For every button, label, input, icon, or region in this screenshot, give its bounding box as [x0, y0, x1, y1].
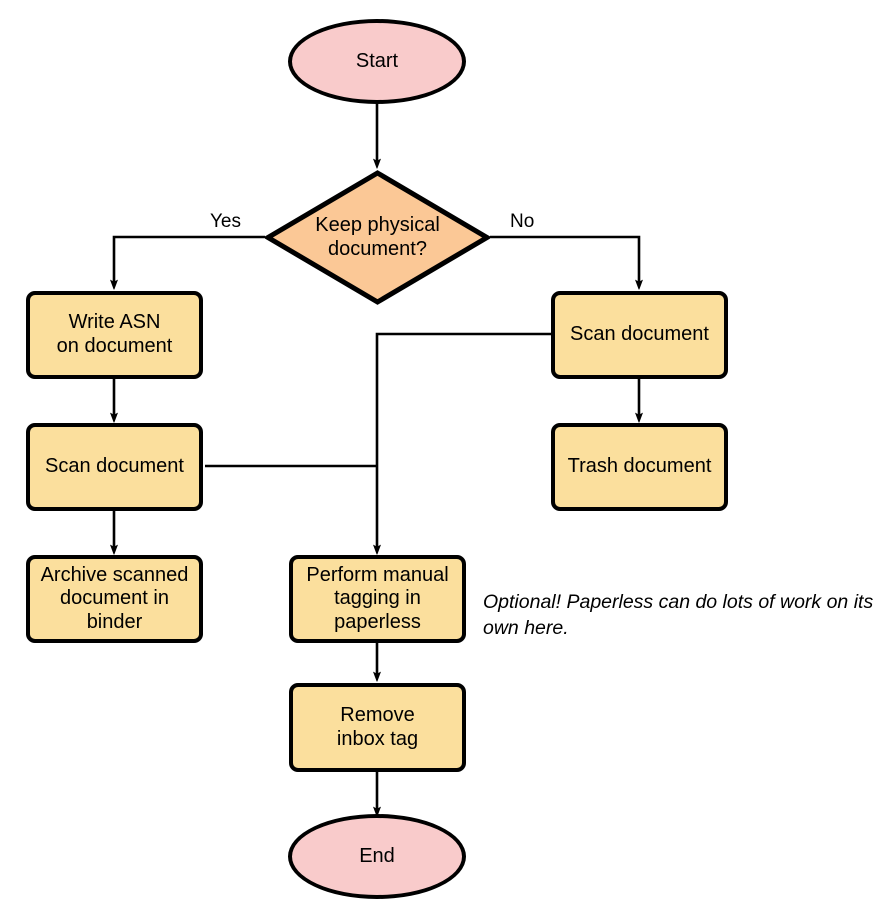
node-scan-document-left[interactable]: Scan document	[26, 423, 203, 511]
node-write-asn-label: Write ASN on document	[56, 311, 173, 357]
node-decision-label: Keep physical document?	[315, 213, 440, 260]
node-archive-scanned-document-label: Archive scanned document in binder	[40, 563, 189, 633]
edge-label-yes: Yes	[210, 211, 241, 233]
annotation-optional-note-text: Optional! Paperless can do lots of work …	[483, 591, 874, 639]
node-end[interactable]: End	[288, 814, 466, 899]
diamond-shape	[265, 170, 490, 305]
edge-decision-no-to-scan-right	[490, 235, 639, 285]
node-scan-document-right-label: Scan document	[570, 323, 709, 346]
node-start-label: Start	[355, 49, 399, 72]
node-start[interactable]: Start	[288, 19, 466, 104]
node-scan-document-right[interactable]: Scan document	[551, 291, 728, 379]
node-trash-document[interactable]: Trash document	[551, 423, 728, 511]
edge-label-yes-text: Yes	[210, 211, 241, 232]
node-trash-document-label: Trash document	[567, 455, 712, 478]
node-write-asn[interactable]: Write ASN on document	[26, 291, 203, 379]
node-decision-keep-physical-document[interactable]: Keep physical document?	[265, 170, 490, 305]
annotation-optional-note: Optional! Paperless can do lots of work …	[483, 590, 883, 642]
edge-decision-yes-to-write-asn	[114, 235, 265, 285]
node-remove-inbox-tag[interactable]: Remove inbox tag	[289, 683, 466, 772]
node-perform-manual-tagging[interactable]: Perform manual tagging in paperless	[289, 555, 466, 643]
edge-label-no-text: No	[510, 211, 535, 232]
node-archive-scanned-document[interactable]: Archive scanned document in binder	[26, 555, 203, 643]
node-perform-manual-tagging-label: Perform manual tagging in paperless	[306, 563, 449, 633]
node-remove-inbox-tag-label: Remove inbox tag	[336, 703, 419, 750]
node-scan-document-left-label: Scan document	[45, 455, 184, 478]
edge-scan-right-to-manual-tagging	[377, 332, 551, 550]
node-end-label: End	[359, 844, 395, 867]
edge-label-no: No	[510, 211, 534, 233]
